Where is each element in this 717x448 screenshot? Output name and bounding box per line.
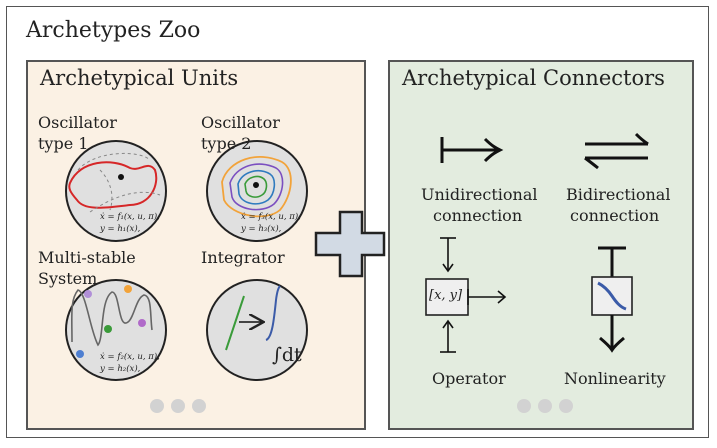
oscillator2-label-line2: type 2	[201, 134, 252, 153]
integral-symbol: ∫dt	[272, 344, 302, 366]
oscillator-type1-icon	[65, 140, 167, 242]
operator-box-text: [x, y]	[429, 288, 463, 303]
oscillator2-eq2: y = h₃(x),	[241, 224, 282, 234]
bidirectional-label-line2: connection	[570, 206, 660, 225]
ellipsis-dot	[192, 399, 206, 413]
oscillator2-eq1: ẋ = f₃(x, u, π),	[241, 212, 301, 222]
ellipsis-dot	[171, 399, 185, 413]
plus-icon	[314, 210, 386, 278]
nonlinearity-icon	[591, 246, 633, 353]
operator-icon	[425, 237, 507, 353]
oscillator-type2-icon	[206, 140, 308, 242]
oscillator1-label-line2: type 1	[38, 134, 89, 153]
ellipsis-dot	[517, 399, 531, 413]
unidirectional-label: Unidirectional connection	[421, 184, 537, 226]
multistable-equations: ẋ = f₂(x, u, π), y = h₂(x),	[100, 351, 160, 375]
unidirectional-label-line2: connection	[433, 206, 523, 225]
page-title: Archetypes Zoo	[26, 18, 201, 43]
multistable-label-line2: System	[38, 269, 98, 288]
ellipsis-dot	[538, 399, 552, 413]
operator-label: Operator	[432, 369, 506, 388]
connectors-panel	[388, 60, 694, 430]
multistable-eq1: ẋ = f₂(x, u, π),	[100, 352, 160, 362]
units-title: Archetypical Units	[40, 66, 239, 90]
nonlinearity-label: Nonlinearity	[564, 369, 666, 388]
oscillator1-label-line1: Oscillator	[38, 113, 117, 132]
integrator-label: Integrator	[201, 248, 285, 267]
ellipsis-dot	[150, 399, 164, 413]
unidirectional-arrow-icon	[440, 137, 504, 163]
oscillator1-equations: ẋ = f₁(x, u, π), y = h₁(x),	[100, 211, 160, 235]
oscillator1-label: Oscillator type 1	[38, 112, 117, 154]
multistable-label: Multi-stable System	[38, 247, 136, 289]
multistable-system-icon	[65, 279, 167, 381]
oscillator1-eq2: y = h₁(x),	[100, 224, 141, 234]
ellipsis-dot	[559, 399, 573, 413]
oscillator2-label: Oscillator type 2	[201, 112, 280, 154]
oscillator2-equations: ẋ = f₃(x, u, π), y = h₃(x),	[241, 211, 301, 235]
bidirectional-label: Bidirectional connection	[566, 184, 670, 226]
bidirectional-label-line1: Bidirectional	[566, 185, 671, 204]
multistable-label-line1: Multi-stable	[38, 248, 136, 267]
bidirectional-arrow-icon	[584, 132, 649, 170]
oscillator1-eq1: ẋ = f₁(x, u, π),	[100, 212, 160, 222]
unidirectional-label-line1: Unidirectional	[421, 185, 538, 204]
integrator-icon	[206, 279, 308, 381]
oscillator2-label-line1: Oscillator	[201, 113, 280, 132]
connectors-title: Archetypical Connectors	[402, 66, 665, 90]
multistable-eq2: y = h₂(x),	[100, 364, 141, 374]
